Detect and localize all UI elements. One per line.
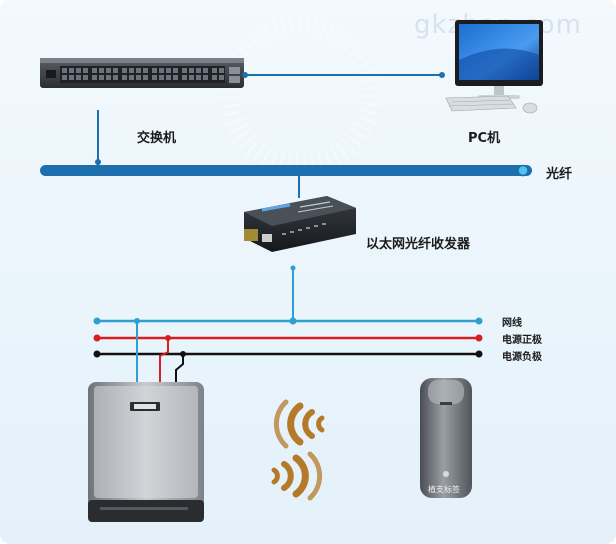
wireless-wave-icon [273,399,325,449]
background-dots [219,14,381,176]
media-converter-device [244,196,356,252]
power-negative-line [93,350,483,358]
reader-negative-drop [175,354,184,384]
fiber-bus [40,164,532,177]
rfid-tag-device [420,378,472,498]
power-positive-line [93,334,483,342]
reader-positive-drop [159,338,169,384]
converter-label: 以太网光纤收发器 [366,237,471,252]
switch-device [40,58,244,88]
power-negative-label: 电源负极 [502,352,542,363]
tag-label: 植支标签 [428,485,460,494]
network-cable-label: 网线 [502,318,522,329]
connector-dot [439,72,445,78]
wireless-wave-icon [271,451,323,501]
rfid-reader-device [88,382,204,522]
switch-label: 交换机 [137,131,177,146]
network-cable-line [93,317,483,325]
pc-label: PC机 [468,131,501,146]
power-positive-label: 电源正极 [502,335,542,346]
connector-dot [242,72,248,78]
connector-dot [95,159,101,165]
fiber-label: 光纤 [546,167,573,182]
pc-device [445,20,543,114]
